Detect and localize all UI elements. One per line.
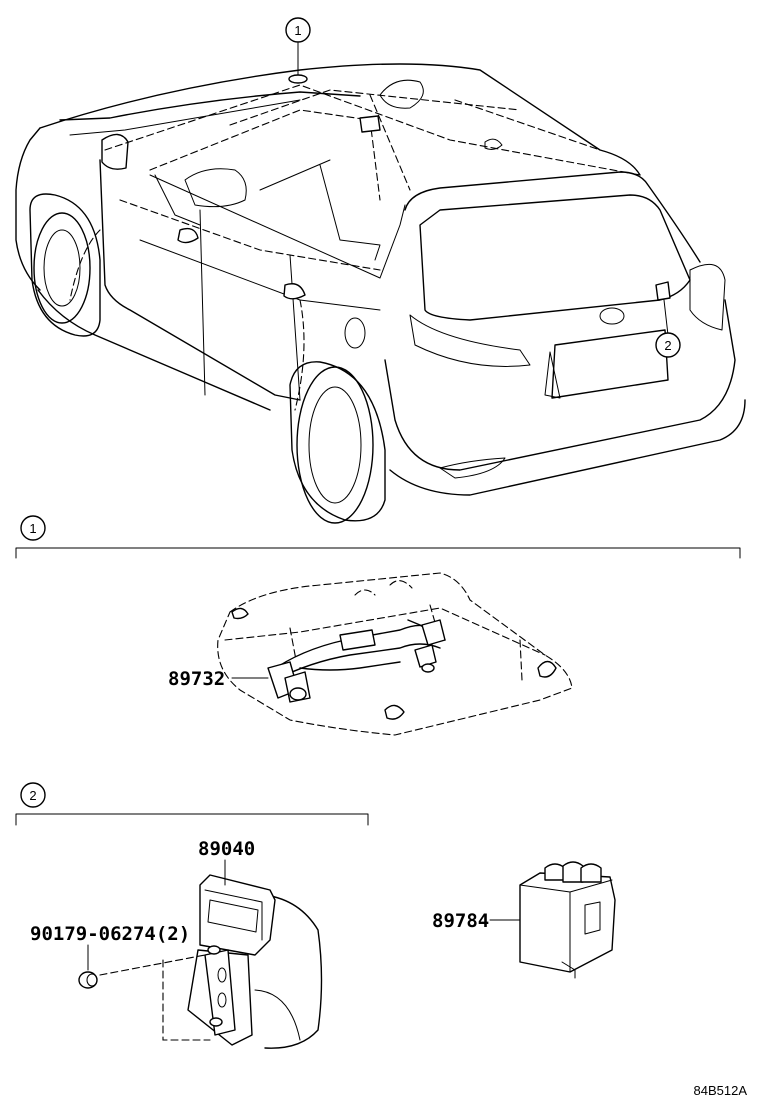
callout-2-top-label: 2 (664, 338, 671, 353)
section-1: 1 89732 (15, 515, 741, 736)
callout-2-section-label: 2 (29, 788, 36, 803)
bolt-90179-06274[interactable] (78, 971, 98, 989)
section-2: 2 89040 90179-06274(2) (15, 782, 616, 1049)
callout-1-top[interactable]: 1 (285, 17, 311, 43)
bolt-dashed-path-lower (162, 959, 211, 1041)
part-number-89040[interactable]: 89040 (198, 838, 255, 860)
section-2-bracket (15, 813, 369, 826)
wire-harness-89732[interactable] (267, 619, 446, 703)
ecu-89040[interactable] (187, 874, 323, 1049)
overhead-console-outline (217, 572, 573, 736)
bolt-dashed-path-upper (99, 954, 206, 976)
callout-2-section-circle (20, 782, 46, 808)
part-number-89732[interactable]: 89732 (168, 668, 225, 690)
part-number-90179-06274[interactable]: 90179-06274(2) (30, 923, 190, 945)
section-1-bracket (15, 547, 741, 559)
part-number-89784[interactable]: 89784 (432, 910, 489, 932)
module-89784[interactable] (519, 861, 616, 979)
callout-2-top[interactable]: 2 (655, 332, 681, 358)
callout-1-section-label: 1 (29, 521, 36, 536)
callout-1-section-circle (20, 515, 46, 541)
illustration-code: 84B512A (694, 1083, 748, 1098)
vehicle-illustration (15, 42, 746, 524)
callout-1-top-label: 1 (294, 23, 301, 38)
